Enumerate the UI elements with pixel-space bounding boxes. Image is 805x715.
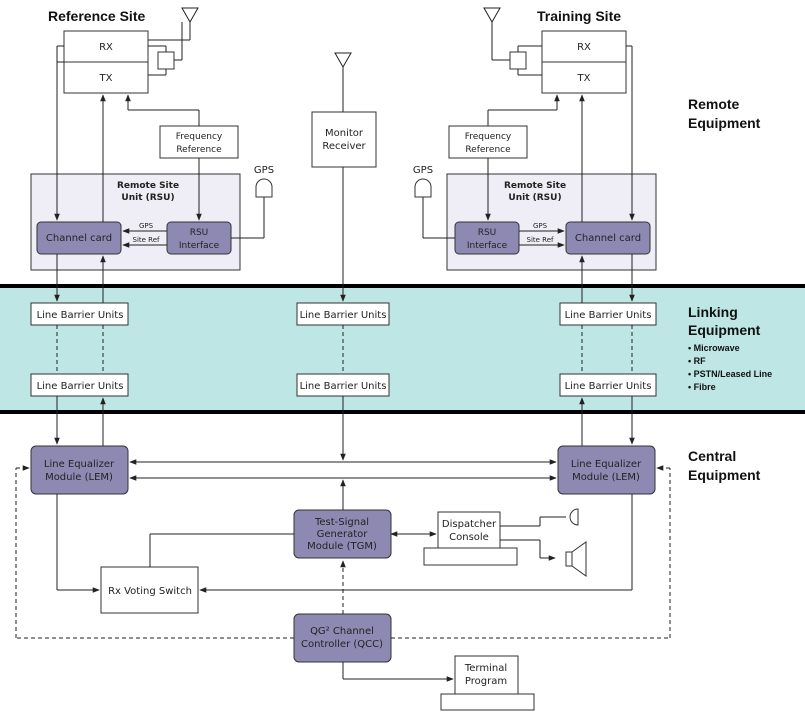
monitor-receiver-box xyxy=(311,111,377,168)
training-rx-label: RX xyxy=(577,42,591,53)
dispatcher-console-l1: Dispatcher xyxy=(442,519,497,530)
training-tx-label: TX xyxy=(577,73,591,84)
training-gps-link-label: GPS xyxy=(533,222,548,230)
dispatcher-console-l2: Console xyxy=(449,532,489,543)
qcc-l2: Controller (QCC) xyxy=(301,639,383,650)
terminal-program-l1: Terminal xyxy=(464,663,507,674)
training-gps-label: GPS xyxy=(413,165,433,176)
lem-left xyxy=(30,445,129,495)
dispatcher-console-base xyxy=(423,547,518,566)
reference-duplexer xyxy=(157,51,175,70)
reference-gps-link-label: GPS xyxy=(139,222,154,230)
reference-rsu-title-l1: Remote Site xyxy=(117,181,179,191)
reference-rsu-title-l2: Unit (RSU) xyxy=(121,193,174,203)
terminal-program-l2: Program xyxy=(465,676,507,687)
reference-tx-label: TX xyxy=(99,73,113,84)
tgm-l2: Generator xyxy=(317,529,369,540)
training-channel-card-label: Channel card xyxy=(575,233,641,244)
rx-voting-switch-label: Rx Voting Switch xyxy=(108,586,192,597)
linking-type-rf: • RF xyxy=(688,356,706,366)
reference-frequency-reference-l1: Frequency xyxy=(176,132,223,142)
training-rx-box xyxy=(541,30,627,63)
terminal-program-base xyxy=(440,693,535,711)
lbu-left-bottom xyxy=(30,373,129,397)
gps-icon xyxy=(255,178,273,198)
training-channel-card xyxy=(565,221,651,255)
reference-rsu-interface-l1: RSU xyxy=(190,228,209,238)
linking-equipment-heading-2: Equipment xyxy=(688,322,761,338)
terminal-program-screen xyxy=(454,655,519,695)
training-site-heading: Training Site xyxy=(537,8,621,24)
reference-rsu-interface-l2: Interface xyxy=(179,241,220,251)
qcc-l1: QG² Channel xyxy=(310,626,374,637)
lbu-center-top-label: Line Barrier Units xyxy=(300,310,387,321)
lem-right-l1: Line Equalizer xyxy=(571,459,642,470)
training-tx-box xyxy=(541,61,627,94)
linking-equipment-heading-1: Linking xyxy=(688,304,738,320)
monitor-receiver-l1: Monitor xyxy=(325,128,364,139)
linking-type-microwave: • Microwave xyxy=(688,343,740,353)
reference-channel-card xyxy=(36,221,122,255)
reference-frequency-reference-l2: Reference xyxy=(176,145,222,155)
linking-type-fibre: • Fibre xyxy=(688,382,716,392)
reference-site-heading: Reference Site xyxy=(48,8,145,24)
reference-rx-label: RX xyxy=(99,42,113,53)
dispatcher-console-screen xyxy=(437,511,501,549)
training-duplexer xyxy=(509,51,527,70)
monitor-receiver-l2: Receiver xyxy=(322,141,366,152)
lbu-left-top xyxy=(30,302,129,326)
lbu-center-bottom-label: Line Barrier Units xyxy=(300,381,387,392)
lbu-right-bottom xyxy=(559,373,657,397)
lem-right xyxy=(557,445,656,495)
reference-site-ref-label: Site Ref xyxy=(133,236,161,244)
reference-frequency-reference xyxy=(159,125,239,159)
central-equipment-heading-1: Central xyxy=(688,448,736,464)
central-equipment-heading-2: Equipment xyxy=(688,467,761,483)
antenna-icon xyxy=(334,52,352,112)
antenna-icon xyxy=(483,7,510,61)
speaker-icon xyxy=(565,541,587,577)
linking-band xyxy=(0,286,805,412)
lem-right-l2: Module (LEM) xyxy=(572,472,640,483)
training-site-ref-label: Site Ref xyxy=(527,236,555,244)
lbu-left-bottom-label: Line Barrier Units xyxy=(37,381,124,392)
antenna-icon xyxy=(148,7,199,41)
tgm-l1: Test-Signal xyxy=(314,517,369,528)
lbu-right-top-label: Line Barrier Units xyxy=(565,310,652,321)
training-rsu-title-l1: Remote Site xyxy=(504,181,566,191)
training-frequency-reference xyxy=(448,125,528,159)
training-rsu-interface-l2: Interface xyxy=(467,241,508,251)
reference-gps-label: GPS xyxy=(254,165,274,176)
linking-type-pstn: • PSTN/Leased Line xyxy=(688,369,772,379)
qcc-box xyxy=(293,613,392,663)
tgm-l3: Module (TGM) xyxy=(307,541,377,552)
lem-left-l2: Module (LEM) xyxy=(45,472,113,483)
lbu-right-bottom-label: Line Barrier Units xyxy=(565,381,652,392)
microphone-icon xyxy=(569,508,579,526)
lbu-left-top-label: Line Barrier Units xyxy=(37,310,124,321)
lem-left-l1: Line Equalizer xyxy=(44,459,115,470)
remote-equipment-heading-2: Equipment xyxy=(688,115,761,131)
reference-tx-box xyxy=(63,61,149,94)
gps-icon xyxy=(414,178,432,198)
training-frequency-reference-l2: Reference xyxy=(465,145,511,155)
training-frequency-reference-l1: Frequency xyxy=(465,132,512,142)
training-rsu-interface-l1: RSU xyxy=(478,228,497,238)
training-rsu-title-l2: Unit (RSU) xyxy=(508,193,561,203)
remote-equipment-heading-1: Remote xyxy=(688,96,740,112)
lbu-right-top xyxy=(559,302,657,326)
reference-channel-card-label: Channel card xyxy=(46,233,112,244)
